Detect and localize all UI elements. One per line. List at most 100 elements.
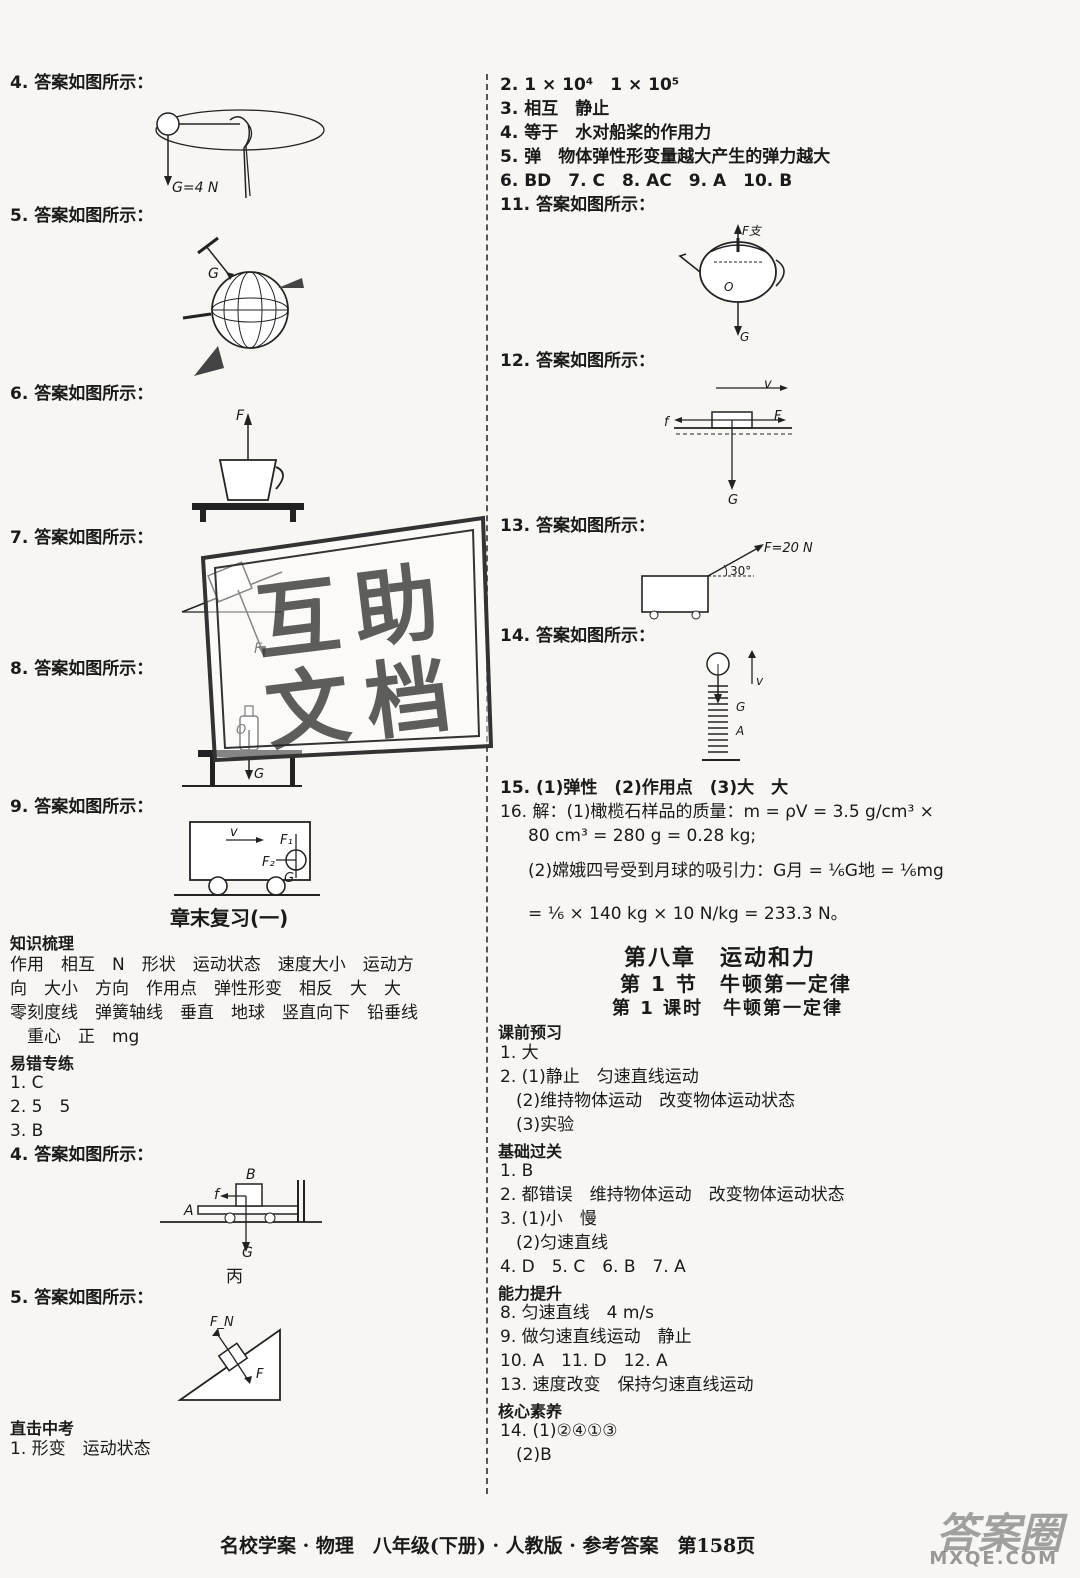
q8-label: 8. 答案如图所示：: [10, 659, 154, 679]
q9-figure: v F₁ F₂ G: [172, 818, 322, 898]
q9-g-label: G: [284, 871, 295, 886]
core-heading: 核心素养: [498, 1402, 563, 1421]
chapter-title: 第八章 运动和力: [624, 946, 817, 971]
q6-label: 6. 答案如图所示：: [10, 384, 154, 404]
page-footer: 名校学案 · 物理 八年级(下册) · 人教版 · 参考答案 第158页: [220, 1535, 756, 1557]
r11-center-label: O: [724, 280, 734, 294]
basic-3b: (2)匀速直线: [516, 1233, 609, 1253]
site-watermark: 答案圈 MXQE.COM: [898, 1500, 1068, 1572]
r11-g-label: G: [740, 330, 750, 344]
stamp-char-3: 文: [260, 655, 356, 763]
error-2: 2. 5 5: [10, 1097, 71, 1117]
error-5-f-label: F: [256, 1367, 264, 1382]
knowledge-heading: 知识梳理: [10, 934, 75, 953]
r16-line-3: (2)嫦娥四号受到月球的吸引力：G月 = ⅙G地 = ⅙mg: [528, 861, 944, 881]
error-4-caption: 丙: [226, 1267, 243, 1287]
r11-support-label: F支: [742, 224, 761, 238]
r13-angle-label: 30°: [730, 564, 752, 578]
q6-force-label: F: [236, 408, 245, 424]
basic-1: 1. B: [500, 1161, 534, 1181]
preview-2a: 2. (1)静止 匀速直线运动: [500, 1067, 699, 1087]
q8-point-label: O: [236, 720, 246, 742]
error-4-a-label: A: [184, 1203, 194, 1219]
q5-label: 5. 答案如图所示：: [10, 206, 154, 226]
r16-line-2: 80 cm³ = 280 g = 0.28 kg;: [528, 826, 757, 846]
q9-f1-label: F₁: [280, 833, 293, 848]
error-5-figure: F_N F: [176, 1314, 286, 1404]
r14-velocity-label: v: [756, 674, 764, 688]
r12-g-label: G: [728, 493, 739, 508]
error-4-b-label: B: [246, 1167, 256, 1183]
error-3: 3. B: [10, 1121, 44, 1141]
r2: 2. 1 × 10⁴ 1 × 10⁵: [500, 75, 680, 95]
ability-8: 8. 匀速直线 4 m/s: [500, 1303, 654, 1323]
preview-heading: 课前预习: [498, 1023, 563, 1042]
r16-line-1: 16. 解：(1)橄榄石样品的质量：m = ρV = 3.5 g/cm³ ×: [500, 802, 934, 822]
r12-figure: v f F G: [664, 377, 804, 508]
r12-velocity-label: v: [764, 377, 772, 392]
review-title: 章末复习(一): [170, 906, 289, 930]
error-4-f-label: f: [214, 1187, 219, 1203]
q9-velocity-label: v: [230, 825, 238, 840]
q4-figure: G=4 N: [150, 100, 340, 205]
stamp-watermark: 互 助 文 档: [193, 510, 493, 765]
basic-4: 4. D 5. C 6. B 7. A: [500, 1257, 686, 1277]
error-5-normal-label: F_N: [210, 1315, 234, 1330]
r5: 5. 弹 物体弹性形变量越大产生的弹力越大: [500, 147, 831, 167]
knowledge-line-2: 向 大小 方向 作用点 弹性形变 相反 大 大: [10, 979, 401, 999]
r11-figure: F支 O G: [674, 218, 794, 344]
preview-2b: (2)维持物体运动 改变物体运动状态: [516, 1091, 796, 1111]
watermark-bottom: MXQE.COM: [929, 1548, 1058, 1569]
r15: 15. (1)弹性 (2)作用点 (3)大 大: [500, 778, 789, 798]
knowledge-line-1: 作用 相互 N 形状 运动状态 速度大小 运动方: [10, 955, 414, 975]
r12-force-label: F: [774, 409, 782, 424]
q5-force-label: G: [208, 266, 219, 282]
column-divider: [486, 74, 488, 1494]
knowledge-line-3: 零刻度线 弹簧轴线 垂直 地球 竖直向下 铅垂线: [10, 1003, 418, 1023]
q7-figure: F: [180, 550, 290, 670]
q8-figure: O G: [180, 680, 305, 792]
r14-figure: v G A: [700, 648, 780, 768]
r13-force-label: F=20 N: [764, 541, 813, 556]
q7-force-label: F: [254, 638, 262, 660]
error-5: 5. 答案如图所示：: [10, 1288, 154, 1308]
zhongkao-1: 1. 形变 运动状态: [10, 1439, 151, 1459]
error-4: 4. 答案如图所示：: [10, 1145, 154, 1165]
ability-10: 10. A 11. D 12. A: [500, 1351, 668, 1371]
error-4-g-label: G: [242, 1245, 253, 1261]
zhongkao-heading: 直击中考: [10, 1419, 75, 1438]
r12: 12. 答案如图所示：: [500, 351, 656, 371]
preview-1: 1. 大: [500, 1043, 539, 1063]
r13: 13. 答案如图所示：: [500, 516, 656, 536]
errors-heading: 易错专练: [10, 1054, 75, 1073]
q7-label: 7. 答案如图所示：: [10, 528, 154, 548]
lesson-title: 第 1 课时 牛顿第一定律: [612, 998, 844, 1019]
r16-line-4: = ⅙ × 140 kg × 10 N/kg = 233.3 N。: [528, 904, 848, 924]
r6: 6. BD 7. C 8. AC 9. A 10. B: [500, 171, 793, 191]
basic-3a: 3. (1)小 慢: [500, 1209, 597, 1229]
r14-a-label: A: [736, 724, 745, 738]
preview-2c: (3)实验: [516, 1115, 575, 1135]
q8-force-label: G: [254, 767, 265, 782]
basic-2: 2. 都错误 维持物体运动 改变物体运动状态: [500, 1185, 845, 1205]
basic-heading: 基础过关: [498, 1142, 563, 1161]
r11: 11. 答案如图所示：: [500, 195, 656, 215]
core-14b: (2)B: [516, 1445, 552, 1465]
stamp-char-4: 档: [360, 645, 456, 753]
section-title: 第 1 节 牛顿第一定律: [620, 972, 852, 996]
q5-figure: G: [178, 228, 318, 378]
q4-label: 4. 答案如图所示：: [10, 73, 154, 93]
watermark-top: 答案圈: [935, 1509, 1062, 1558]
r12-friction-label: f: [664, 415, 669, 430]
ability-9: 9. 做匀速直线运动 静止: [500, 1327, 692, 1347]
r14-g-label: G: [736, 700, 746, 714]
r14: 14. 答案如图所示：: [500, 626, 656, 646]
error-1: 1. C: [10, 1073, 44, 1093]
knowledge-line-4: 重心 正 mg: [10, 1027, 140, 1047]
ability-heading: 能力提升: [498, 1284, 563, 1303]
ability-13: 13. 速度改变 保持匀速直线运动: [500, 1375, 754, 1395]
q4-force-label: G=4 N: [172, 180, 219, 196]
r4: 4. 等于 水对船桨的作用力: [500, 123, 712, 143]
r3: 3. 相互 静止: [500, 99, 610, 119]
r13-figure: F=20 N 30°: [634, 538, 824, 626]
